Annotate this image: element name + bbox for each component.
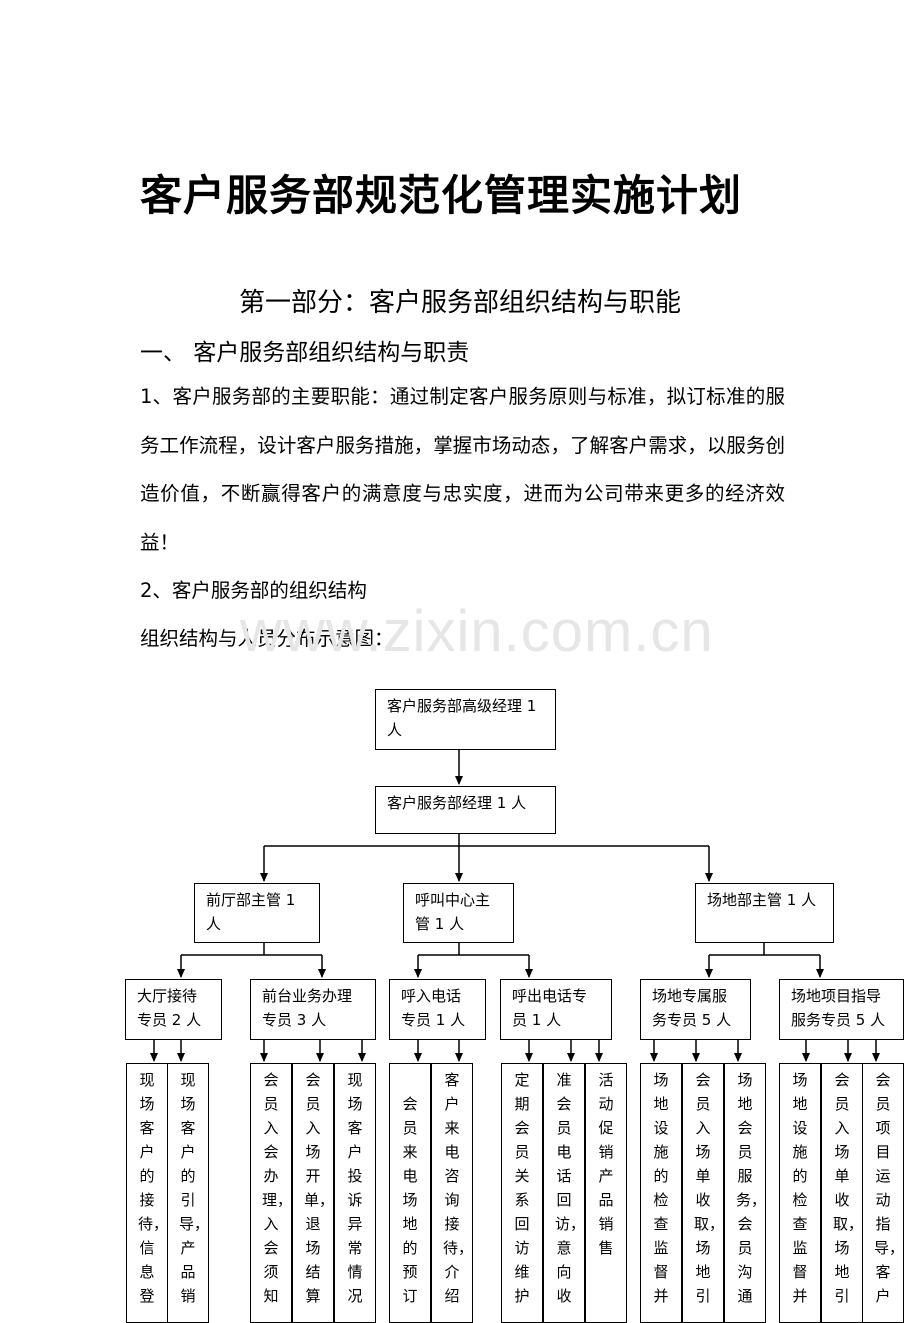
duty-box: 客户来电咨询接待，介绍 bbox=[431, 1063, 473, 1323]
duty-text: 现场客户的引导，产品销 bbox=[179, 1071, 209, 1305]
duty-box: 会员来电场地的预订 bbox=[389, 1063, 431, 1323]
specialist-venue-guidance-box: 场地项目指导服务专员 5 人 bbox=[779, 979, 904, 1040]
supervisor-venue-box: 场地部主管 1 人 bbox=[695, 883, 834, 943]
duty-text: 客户来电咨询接待，介绍 bbox=[443, 1071, 473, 1305]
document-title: 客户服务部规范化管理实施计划 bbox=[140, 171, 743, 220]
supervisor-front-hall-box: 前厅部主管 1 人 bbox=[194, 883, 320, 943]
supervisor-call-center-box: 呼叫中心主管 1 人 bbox=[403, 883, 514, 943]
duty-text: 会员项目运动指导，客户 bbox=[874, 1071, 904, 1305]
duty-text: 场地会员服务，会员沟通 bbox=[736, 1071, 766, 1305]
duty-text: 会员入会办理，入会须知 bbox=[262, 1071, 292, 1305]
duty-box: 现场客户的接待，信息登 bbox=[126, 1063, 168, 1323]
duty-box: 会员项目运动指导，客户 bbox=[862, 1063, 904, 1323]
duty-box: 准会员电话回访，意向收 bbox=[543, 1063, 585, 1323]
specialist-outbound-call-box: 呼出电话专员 1 人 bbox=[500, 979, 612, 1040]
duty-text: 现场客户的接待，信息登 bbox=[138, 1071, 168, 1305]
duty-text: 会员入场单收取，场地引 bbox=[833, 1071, 863, 1305]
duty-box: 场地设施的检查监督并 bbox=[779, 1063, 821, 1323]
duty-box: 场地会员服务，会员沟通 bbox=[724, 1063, 766, 1323]
duty-text: 会员入场单收取，场地引 bbox=[694, 1071, 724, 1305]
duty-text: 定期会员关系回访维护 bbox=[514, 1071, 530, 1305]
duty-text: 活动促销产品销售 bbox=[598, 1071, 614, 1257]
part-title: 第一部分：客户服务部组织结构与职能 bbox=[238, 288, 681, 318]
duty-box: 定期会员关系回访维护 bbox=[501, 1063, 543, 1323]
duty-text: 会员来电场地的预订 bbox=[402, 1095, 418, 1305]
duty-box: 场地设施的检查监督并 bbox=[640, 1063, 682, 1323]
paragraph-main-functions: 1、客户服务部的主要职能：通过制定客户服务原则与标准，拟订标准的服务工作流程，设… bbox=[140, 385, 785, 554]
duty-text: 会员入场开单，退场结算 bbox=[304, 1071, 334, 1305]
section-title: 一、 客户服务部组织结构与职责 bbox=[140, 340, 470, 366]
duty-box: 会员入场单收取，场地引 bbox=[682, 1063, 724, 1323]
duty-box: 现场客户的引导，产品销 bbox=[167, 1063, 209, 1323]
specialist-front-desk-box: 前台业务办理专员 3 人 bbox=[250, 979, 376, 1040]
duty-box: 现场客户投诉异常情况 bbox=[334, 1063, 376, 1323]
duty-box: 会员入会办理，入会须知 bbox=[250, 1063, 292, 1323]
duty-text: 场地设施的检查监督并 bbox=[653, 1071, 669, 1305]
duty-box: 会员入场单收取，场地引 bbox=[821, 1063, 863, 1323]
duty-box: 会员入场开单，退场结算 bbox=[292, 1063, 334, 1323]
manager-box: 客户服务部经理 1 人 bbox=[375, 786, 556, 834]
paragraph-org-structure: 2、客户服务部的组织结构 bbox=[140, 579, 367, 602]
paragraph-chart-caption: 组织结构与人员分布示意图： bbox=[140, 627, 394, 650]
duty-text: 现场客户投诉异常情况 bbox=[347, 1071, 363, 1305]
duty-text: 准会员电话回访，意向收 bbox=[555, 1071, 585, 1305]
duty-box: 活动促销产品销售 bbox=[585, 1063, 627, 1323]
duty-text: 场地设施的检查监督并 bbox=[792, 1071, 808, 1305]
watermark: www.zixin.com.cn bbox=[240, 599, 714, 664]
specialist-reception-box: 大厅接待专员 2 人 bbox=[125, 979, 222, 1040]
specialist-inbound-call-box: 呼入电话专员 1 人 bbox=[389, 979, 486, 1040]
specialist-venue-service-box: 场地专属服务专员 5 人 bbox=[640, 979, 751, 1040]
senior-manager-box: 客户服务部高级经理 1 人 bbox=[375, 689, 556, 750]
